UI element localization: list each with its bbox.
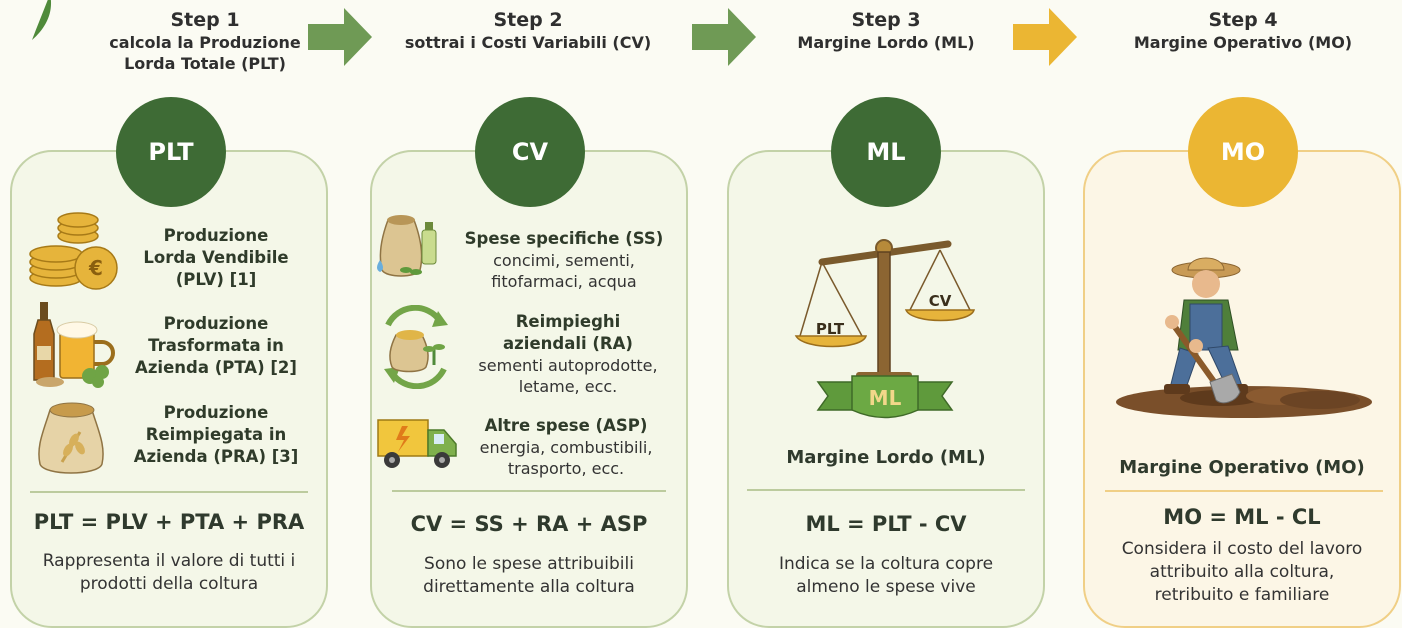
truck-icon — [377, 419, 457, 468]
asp-text-1: energia, combustibili, — [479, 438, 653, 457]
farmer-digging-icon — [1116, 257, 1372, 418]
balance-scale-icon: PLT CV ML — [794, 239, 975, 419]
formula-ml: ML = PLT - CV — [805, 512, 967, 536]
asp-item: Altre spese (ASP) energia, combustibili,… — [446, 415, 686, 479]
step-2-header: Step 2 sottrai i Costi Variabili (CV) — [378, 8, 678, 53]
card-cv — [370, 150, 688, 628]
description-cv-line-1: Sono le spese attribuibili — [424, 554, 634, 574]
description-mo-line-2: attribuito alla coltura, — [1149, 562, 1335, 582]
mo-label: Margine Operativo (MO) — [1119, 457, 1365, 478]
step-3-header: Step 3 Margine Lordo (ML) — [736, 8, 1036, 53]
description-ml-line-1: Indica se la coltura copre — [778, 554, 994, 574]
description-ml: Indica se la coltura copre almeno le spe… — [727, 553, 1045, 599]
step-1-header: Step 1 calcola la Produzione Lorda Total… — [55, 8, 355, 74]
ml-label: Margine Lordo (ML) — [786, 447, 986, 468]
description-cv: Sono le spese attribuibili direttamente … — [370, 553, 688, 599]
scale-left-label: PLT — [816, 320, 845, 338]
ss-text-1: concimi, sementi, — [493, 251, 635, 270]
pra-line-1: Produzione — [163, 403, 269, 422]
badge-plt: PLT — [116, 97, 226, 207]
pra-line-3: Azienda (PRA) [3] — [133, 447, 299, 466]
grain-sack-icon — [38, 402, 104, 474]
pta-line-3: Azienda (PTA) [2] — [135, 358, 297, 377]
step-1-line-2: Lorda Totale (PLT) — [124, 54, 286, 73]
description-plt: Rappresenta il valore di tutti i prodott… — [10, 550, 328, 596]
reuse-cycle-icon — [384, 305, 448, 389]
svg-text:€: € — [88, 256, 103, 280]
badge-mo: MO — [1188, 97, 1298, 207]
badge-ml: ML — [831, 97, 941, 207]
step-1-number: Step 1 — [170, 9, 240, 31]
plv-line-1: Produzione — [163, 226, 269, 245]
ss-title: Spese specifiche (SS) — [464, 229, 664, 248]
description-mo-line-1: Considera il costo del lavoro — [1121, 539, 1363, 559]
divider — [392, 490, 666, 492]
description-cv-line-2: direttamente alla coltura — [423, 577, 635, 597]
beer-icon — [33, 302, 115, 388]
divider — [747, 489, 1025, 491]
step-3-number: Step 3 — [851, 9, 921, 31]
ra-text-2: letame, ecc. — [518, 377, 618, 396]
step-2-line-1: sottrai i Costi Variabili (CV) — [404, 33, 652, 52]
arrow-right-icon — [308, 8, 372, 66]
scale-right-label: CV — [929, 292, 952, 310]
fertilizer-icon — [377, 215, 437, 277]
formula-mo: MO = ML - CL — [1163, 505, 1321, 529]
description-plt-line-2: prodotti della coltura — [79, 574, 259, 594]
plv-line-2: Lorda Vendibile — [143, 248, 289, 267]
description-ml-line-2: almeno le spese vive — [796, 577, 976, 597]
ss-item: Spese specifiche (SS) concimi, sementi, … — [444, 228, 684, 292]
step-4-header: Step 4 Margine Operativo (MO) — [1093, 8, 1393, 53]
ra-title-2: aziendali (RA) — [503, 334, 633, 353]
plv-item: Produzione Lorda Vendibile (PLV) [1] — [116, 225, 316, 291]
badge-cv: CV — [475, 97, 585, 207]
ra-text-1: sementi autoprodotte, — [478, 356, 658, 375]
pta-item: Produzione Trasformata in Azienda (PTA) … — [116, 313, 316, 379]
pta-line-1: Produzione — [163, 314, 269, 333]
ss-text-2: fitofarmaci, acqua — [491, 272, 637, 291]
step-3-line-1: Margine Lordo (ML) — [797, 33, 975, 52]
pra-item: Produzione Reimpiegata in Azienda (PRA) … — [116, 402, 316, 468]
step-1-line-1: calcola la Produzione — [109, 33, 301, 52]
pta-line-2: Trasformata in — [148, 336, 284, 355]
coins-icon: € — [29, 212, 118, 290]
asp-text-2: trasporto, ecc. — [507, 459, 625, 478]
description-mo: Considera il costo del lavoro attribuito… — [1083, 538, 1401, 607]
arrow-right-icon — [1013, 8, 1077, 66]
step-2-number: Step 2 — [493, 9, 563, 31]
ra-title-1: Reimpieghi — [515, 312, 621, 331]
plv-line-3: (PLV) [1] — [175, 270, 257, 289]
step-4-line-1: Margine Operativo (MO) — [1133, 33, 1353, 52]
ribbon-label: ML — [869, 386, 902, 410]
ra-item: Reimpieghi aziendali (RA) sementi autopr… — [448, 311, 688, 397]
asp-title: Altre spese (ASP) — [484, 416, 648, 435]
divider — [1105, 490, 1383, 492]
formula-cv: CV = SS + RA + ASP — [410, 512, 648, 536]
leaf-icon — [32, 0, 51, 40]
formula-plt: PLT = PLV + PTA + PRA — [33, 510, 305, 534]
description-mo-line-3: retribuito e familiare — [1154, 585, 1330, 605]
arrow-right-icon — [692, 8, 756, 66]
divider — [30, 491, 308, 493]
pra-line-2: Reimpiegata in — [145, 425, 287, 444]
description-plt-line-1: Rappresenta il valore di tutti i — [42, 551, 296, 571]
step-4-number: Step 4 — [1208, 9, 1278, 31]
